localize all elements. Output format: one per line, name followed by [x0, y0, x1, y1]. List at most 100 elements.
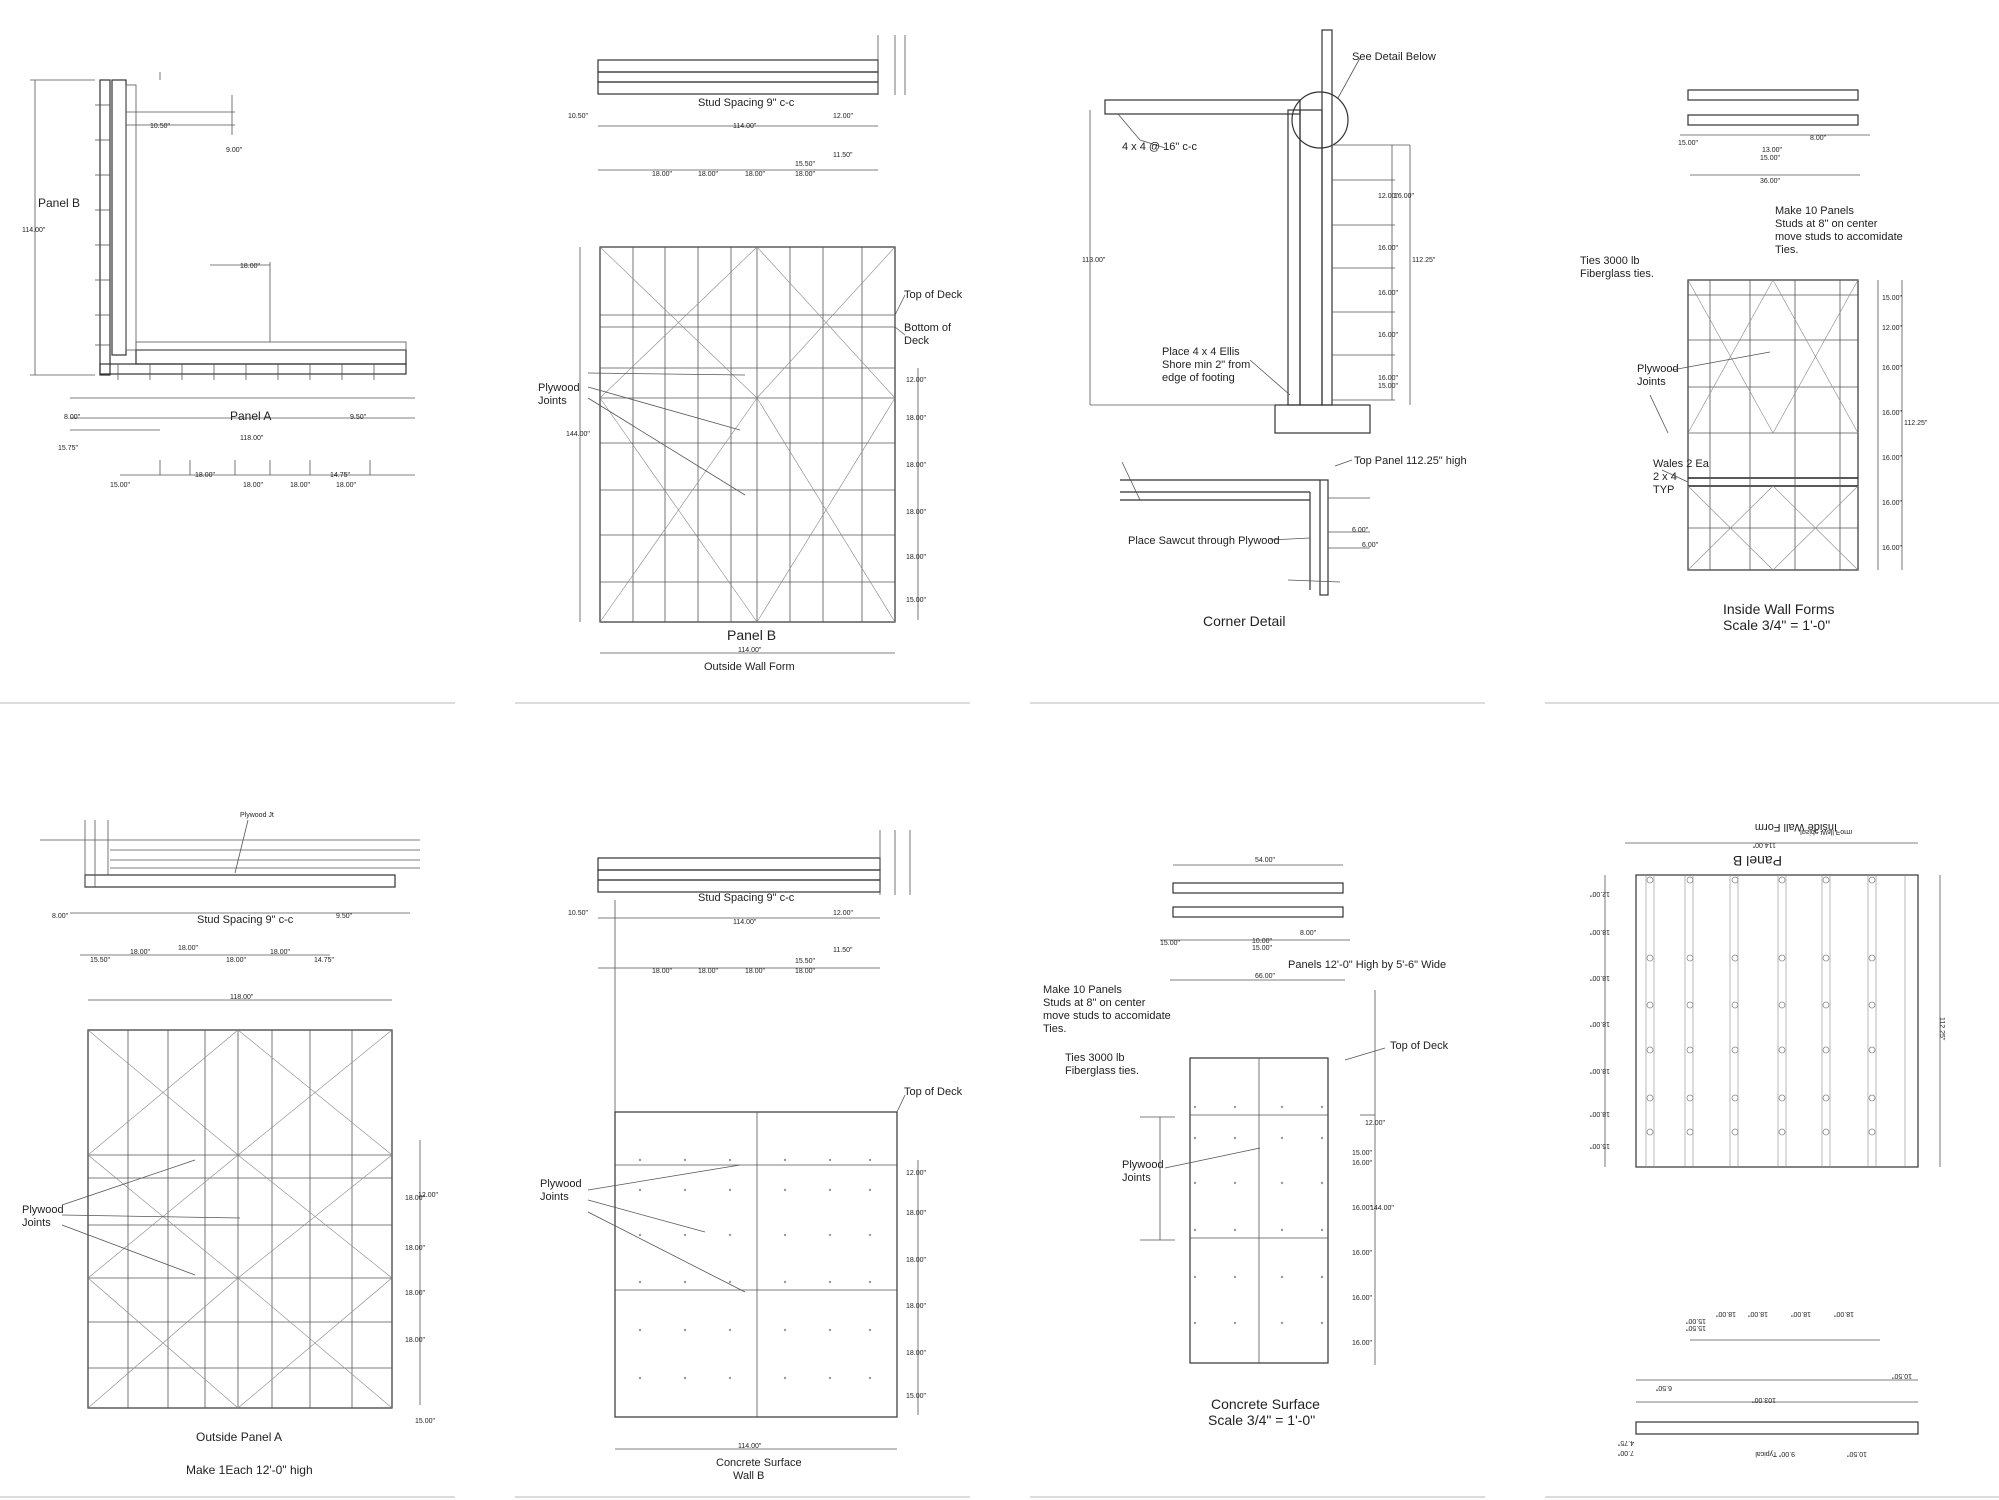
- dim-height: 114.00": [22, 227, 46, 234]
- plywood-joints-2: Joints: [1122, 1172, 1151, 1184]
- make-panels-3: move studs to accomidate: [1775, 231, 1903, 243]
- dim-r3: 16.00": [1882, 410, 1903, 417]
- title: Inside Wall Form: [1800, 828, 1852, 835]
- make-panels-1: Make 10 Panels: [1043, 984, 1122, 996]
- dim-r5: 16.00": [1882, 500, 1903, 507]
- dim-r4: 18.00": [906, 1303, 927, 1310]
- make-panels-1: Make 10 Panels: [1775, 205, 1854, 217]
- dim-r2: 16.00": [1882, 365, 1903, 372]
- dim-r7: 15.00": [1352, 1150, 1373, 1157]
- dim-h: 15.50": [795, 161, 816, 168]
- dim-d11: 18.00": [290, 482, 311, 489]
- separators: [0, 702, 1999, 1498]
- bottom-h: 6.50": [1655, 1384, 1672, 1391]
- dim-r6: 15.00": [906, 1393, 927, 1400]
- stud-spacing: Stud Spacing 9" c-c: [197, 914, 294, 926]
- dim-h: 15.50": [795, 958, 816, 965]
- panel-concrete-surface: 54.00" 15.00" 10.00" 15.00" 8.00" Panels…: [1043, 857, 1449, 1428]
- bottom-l: 10.50": [1846, 1450, 1867, 1457]
- dim-r2: 18.00": [906, 1210, 927, 1217]
- dim-s7: 15.00": [1378, 383, 1399, 390]
- plywood-joints-1: Plywood: [540, 1178, 582, 1190]
- dim-w: 118.00": [230, 994, 254, 1001]
- panels-size: Panels 12'-0" High by 5'-6" Wide: [1288, 959, 1446, 971]
- dim-d4: 8.00": [64, 414, 81, 421]
- dim-r1: 12.00": [1365, 1120, 1386, 1127]
- place-ellis-3: edge of footing: [1162, 372, 1235, 384]
- dim-d13: 18.00": [336, 482, 357, 489]
- panel-a-label: Panel A: [230, 409, 271, 423]
- scale: Scale 3/4" = 1'-0": [1723, 617, 1830, 633]
- left-dim-1: 18.00": [1589, 928, 1610, 935]
- make-panels-2: Studs at 8" on center: [1043, 997, 1146, 1009]
- place-ellis-1: Place 4 x 4 Ellis: [1162, 346, 1240, 358]
- top-of-deck: Top of Deck: [904, 289, 963, 301]
- bottom-g: 103.00": [1752, 1396, 1776, 1403]
- dim-d: 11.50": [833, 947, 853, 954]
- dim-g: 18.00": [745, 171, 766, 178]
- dim-e: 18.00": [652, 968, 673, 975]
- wales-2: 2 x 4: [1653, 471, 1677, 483]
- dim-r1: 12.00": [906, 377, 927, 384]
- dim-s5: 16.00": [1378, 332, 1399, 339]
- dim-f: 18.00": [226, 957, 247, 964]
- dim-c: 15.00": [1760, 155, 1781, 162]
- dim-r3: 16.00": [1352, 1205, 1373, 1212]
- dim-r1: 18.00": [405, 1195, 426, 1202]
- dim-r: 112.25": [1412, 257, 1436, 264]
- dim-d8: 15.00": [110, 482, 131, 489]
- dim-r4: 18.00": [906, 509, 927, 516]
- dim-c1: 6.00": [1352, 527, 1369, 534]
- plywood-joints-2: Joints: [1637, 376, 1666, 388]
- dim-c: 12.00": [833, 113, 854, 120]
- dim-b: 114.00": [733, 123, 757, 130]
- dim-b: 13.00": [1762, 147, 1783, 154]
- left-dim-5: 18.00": [1589, 1110, 1610, 1117]
- dim-top: 54.00": [1255, 857, 1276, 864]
- dim-r6: 16.00": [1882, 545, 1903, 552]
- bottom-j: 4.75": [1617, 1439, 1634, 1446]
- dim-s3: 16.00": [1378, 245, 1399, 252]
- surface-elevation: [614, 1111, 898, 1418]
- dim-d6: 15.75": [58, 445, 79, 452]
- dim-d: 8.00": [1810, 135, 1827, 142]
- place-ellis-2: Shore min 2" from: [1162, 359, 1250, 371]
- dim-g: 18.00": [270, 949, 291, 956]
- dim-s2: 16.00": [1394, 193, 1415, 200]
- bottom-f: 15.50": [1685, 1324, 1706, 1331]
- dim-r4: 16.00": [1352, 1250, 1373, 1257]
- dim-g: 18.00": [745, 968, 766, 975]
- bottom-e: 18.00": [1833, 1310, 1854, 1317]
- dim-b: 114.00": [733, 919, 757, 926]
- dim-w: 66.00": [1255, 973, 1276, 980]
- bottom-typical: 9.00" Typical: [1755, 1450, 1795, 1457]
- panel-inside-wall-form-b: Inside Wall Form Inside Wall Form 114.00…: [1589, 821, 1945, 1457]
- dim-r6: 15.00": [906, 597, 927, 604]
- dim-r1b: 12.00": [418, 1192, 439, 1199]
- make-panels-3: move studs to accomidate: [1043, 1010, 1171, 1022]
- dim-e: 18.00": [178, 945, 199, 952]
- dim-height: 144.00": [566, 431, 590, 438]
- bottom-d: 18.00": [1790, 1310, 1811, 1317]
- dim-c: 12.00": [833, 910, 854, 917]
- panel-section-corner-detail: See Detail Below 4 x 4 @ 16" c-c 113.00"…: [1082, 29, 1467, 629]
- corner-detail: Corner Detail: [1203, 613, 1285, 629]
- make-panels-4: Ties.: [1775, 244, 1798, 256]
- dim-r3: 18.00": [906, 462, 927, 469]
- dim-c: 15.50": [90, 957, 111, 964]
- dim-r5: 18.00": [906, 554, 927, 561]
- left-dim-3: 18.00": [1589, 1020, 1610, 1027]
- dim-width: 114.00": [738, 1443, 762, 1450]
- stud-spacing: Stud Spacing 9" c-c: [698, 892, 795, 904]
- tie-dots: [638, 1158, 872, 1380]
- subtitle: Outside Wall Form: [704, 661, 795, 673]
- dim-r1: 12.00": [1882, 325, 1903, 332]
- dim-r1: 12.00": [906, 1170, 927, 1177]
- top-panel: Top Panel 112.25" high: [1354, 455, 1467, 467]
- ties-2: Fiberglass ties.: [1065, 1065, 1139, 1077]
- top-of-deck: Top of Deck: [1390, 1040, 1449, 1052]
- dim-r2: 18.00": [906, 415, 927, 422]
- inside-form-elevation: [1687, 279, 1859, 571]
- wales-1: Wales 2 Ea: [1653, 458, 1710, 470]
